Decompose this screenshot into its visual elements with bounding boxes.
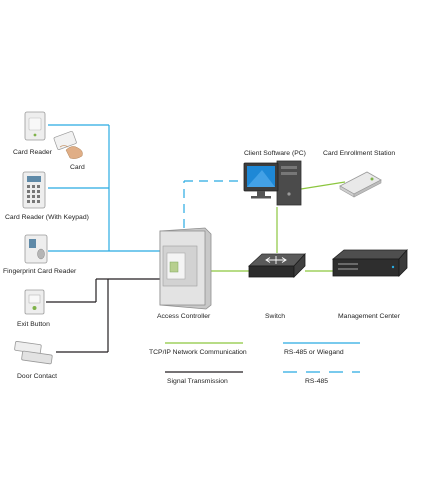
client-pc-label: Client Software (PC) bbox=[244, 150, 306, 157]
card-label: Card bbox=[70, 164, 85, 171]
exit-button-icon bbox=[24, 289, 45, 315]
legend-tcpip-label: TCP/IP Network Communication bbox=[149, 349, 247, 356]
access-controller-label: Access Controller bbox=[157, 313, 211, 320]
enrollment-station-icon bbox=[339, 171, 382, 198]
card-reader-icon bbox=[24, 111, 46, 141]
switch-icon bbox=[247, 252, 306, 278]
exit-button-label: Exit Button bbox=[17, 321, 50, 328]
card-reader-label: Card Reader bbox=[13, 149, 53, 156]
rs485-dashed-line bbox=[183, 180, 246, 228]
keypad-reader-icon bbox=[22, 171, 46, 209]
tcpip-lines bbox=[211, 181, 346, 272]
enrollment-station-label: Card Enrollment Station bbox=[323, 150, 395, 157]
signal-lines bbox=[46, 278, 160, 353]
client-pc-icon bbox=[243, 160, 302, 206]
management-center-icon bbox=[331, 248, 408, 277]
keypad-reader-label: Card Reader (With Keypad) bbox=[5, 214, 89, 221]
legend: TCP/IP Network Communication RS-485 or W… bbox=[149, 342, 360, 385]
access-controller-icon bbox=[159, 227, 212, 310]
fingerprint-reader-label: Fingerprint Card Reader bbox=[3, 268, 77, 275]
legend-signal-label: Signal Transmission bbox=[167, 378, 228, 385]
legend-rs485-wiegand-label: RS-485 or Wiegand bbox=[284, 349, 344, 356]
rs485-wiegand-lines bbox=[48, 124, 160, 252]
management-center-label: Management Center bbox=[338, 313, 401, 320]
card-icon bbox=[53, 131, 83, 159]
door-contact-icon bbox=[14, 341, 53, 365]
fingerprint-reader-icon bbox=[24, 234, 48, 264]
door-contact-label: Door Contact bbox=[17, 373, 57, 380]
switch-label: Switch bbox=[265, 313, 285, 320]
legend-rs485-label: RS-485 bbox=[305, 378, 328, 385]
